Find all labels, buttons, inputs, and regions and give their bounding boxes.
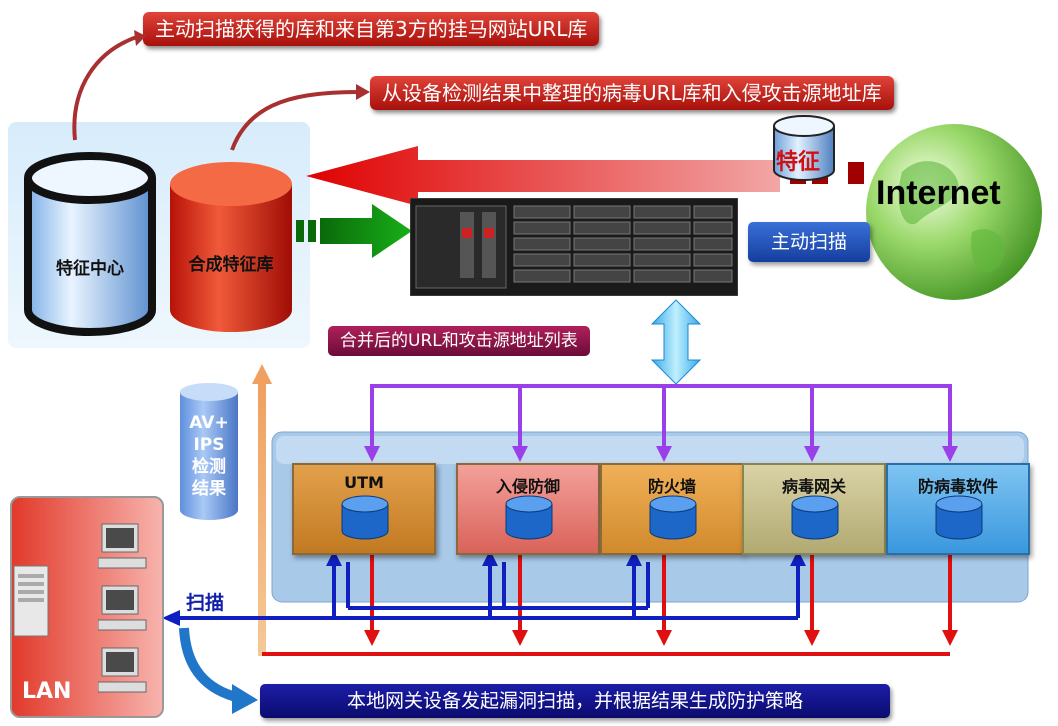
device-av-gateway: 病毒网关	[742, 463, 886, 555]
lan-zone: LAN	[10, 496, 164, 718]
av-ips-db-icon: AV+ IPS 检测 结果	[178, 382, 240, 522]
device-av-software: 防病毒软件	[886, 463, 1030, 555]
bottom-banner: 本地网关设备发起漏洞扫描，并根据结果生成防护策略	[260, 684, 890, 718]
internet-globe-icon: Internet	[862, 112, 1046, 312]
callout-third-party-url-lib: 主动扫描获得的库和来自第3方的挂马网站URL库	[143, 12, 600, 46]
feature-center-label: 特征中心	[56, 259, 124, 279]
lan-label: LAN	[22, 679, 72, 704]
active-scan-badge: 主动扫描	[748, 222, 870, 262]
server-rack-icon	[409, 197, 739, 297]
device-firewall: 防火墙	[600, 463, 744, 555]
av-ips-line1: AV+	[189, 413, 229, 433]
device-firewall-db-icon	[649, 495, 697, 540]
scan-label: 扫描	[186, 592, 225, 614]
internet-label: Internet	[876, 174, 1001, 212]
device-utm-label: UTM	[344, 473, 384, 492]
lan-server-icon	[13, 565, 49, 637]
synth-feature-db-icon: 合成特征库	[166, 158, 296, 338]
internet-feature-label: 特征	[776, 150, 821, 175]
lan-computer-icon-2	[98, 585, 147, 631]
device-av-gateway-label: 病毒网关	[781, 477, 846, 496]
device-av-software-db-icon	[935, 495, 983, 540]
merged-list-label: 合并后的URL和攻击源地址列表	[328, 326, 590, 356]
feature-center-db-icon: 特征中心	[22, 150, 158, 340]
device-ips-db-icon	[505, 495, 553, 540]
device-firewall-label: 防火墙	[647, 477, 696, 496]
device-av-gateway-db-icon	[791, 495, 839, 540]
device-utm-db-icon	[341, 495, 389, 540]
device-utm: UTM	[292, 463, 436, 555]
av-ips-line3: 检测	[192, 457, 226, 477]
av-ips-line4: 结果	[192, 479, 226, 499]
callout-virus-url-lib: 从设备检测结果中整理的病毒URL库和入侵攻击源地址库	[370, 76, 894, 110]
lan-computer-icon-1	[98, 523, 147, 569]
device-ips: 入侵防御	[456, 463, 600, 555]
lan-computer-icon-3	[98, 647, 147, 693]
internet-feature-db-icon: 特征	[770, 112, 838, 184]
synth-feature-label: 合成特征库	[188, 255, 274, 275]
av-ips-line2: IPS	[193, 435, 225, 455]
device-av-software-label: 防病毒软件	[917, 477, 998, 496]
device-ips-label: 入侵防御	[495, 477, 560, 496]
